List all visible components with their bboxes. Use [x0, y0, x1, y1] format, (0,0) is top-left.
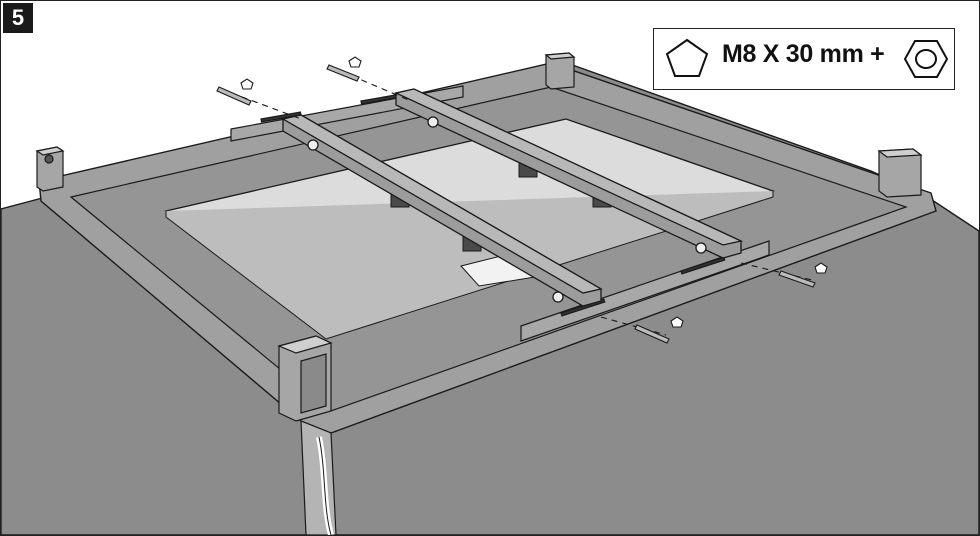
pentagon-bolt-head-icon — [665, 38, 709, 77]
bolt-front-2 — [740, 262, 828, 288]
fastener-spec-text: M8 X 30 mm + — [722, 40, 885, 68]
bolt-back-1 — [216, 78, 302, 120]
step-number-badge: 5 — [3, 3, 33, 33]
corner-block-back-right — [544, 52, 576, 90]
rail-bracket-front — [520, 240, 770, 342]
corner-block-front-right — [877, 148, 923, 198]
corner-block-back-left — [35, 146, 65, 192]
bolt-front-1 — [600, 316, 684, 344]
corner-block-front-left — [277, 335, 333, 422]
bolt-back-2 — [326, 56, 412, 102]
cross-bar-right — [393, 88, 744, 259]
hex-nut-icon — [904, 40, 948, 78]
fastener-spec-box: M8 X 30 mm + — [653, 28, 955, 90]
cross-bar-left — [281, 114, 603, 307]
